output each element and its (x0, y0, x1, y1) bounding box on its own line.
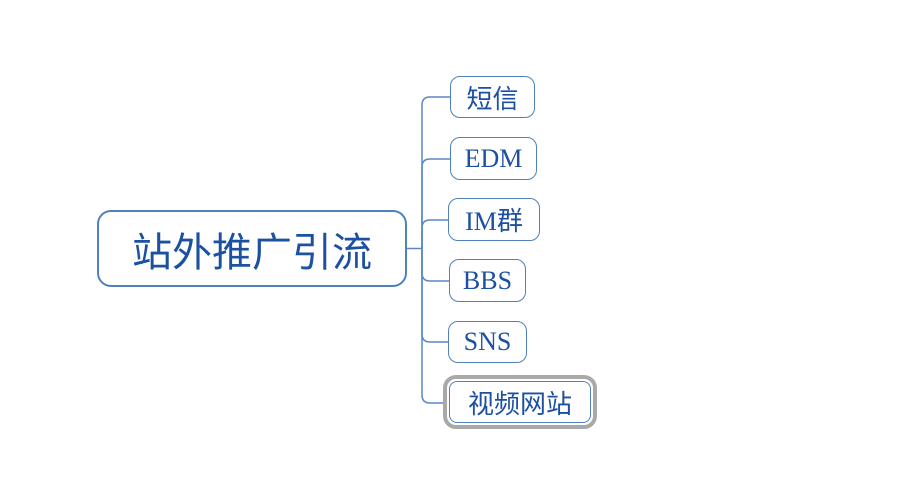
connector-to-sms (421, 96, 450, 249)
child-node-im-group[interactable]: IM群 (448, 198, 540, 241)
child-node-sns-label: SNS (463, 327, 512, 356)
root-node[interactable]: 站外推广引流 (97, 210, 407, 287)
child-node-video-sites-label: 视频网站 (467, 389, 572, 419)
child-node-sns[interactable]: SNS (448, 321, 527, 363)
child-node-bbs[interactable]: BBS (449, 259, 526, 302)
child-node-sms-label: 短信 (466, 84, 519, 114)
child-node-edm[interactable]: EDM (450, 137, 537, 180)
connector-to-bbs (421, 248, 449, 282)
child-node-im-group-label: IM群 (465, 207, 523, 236)
selection-ring: 视频网站 (443, 375, 597, 429)
root-node-label: 站外推广引流 (132, 229, 372, 275)
connector-to-sns (421, 248, 448, 343)
child-node-bbs-label: BBS (462, 265, 513, 295)
child-node-video-sites[interactable]: 视频网站 (449, 381, 591, 423)
connector-to-im (421, 219, 448, 249)
child-node-edm-label: EDM (464, 143, 523, 173)
connector-to-edm (421, 158, 450, 249)
connector-to-video (421, 248, 443, 404)
child-node-sms[interactable]: 短信 (450, 76, 535, 118)
